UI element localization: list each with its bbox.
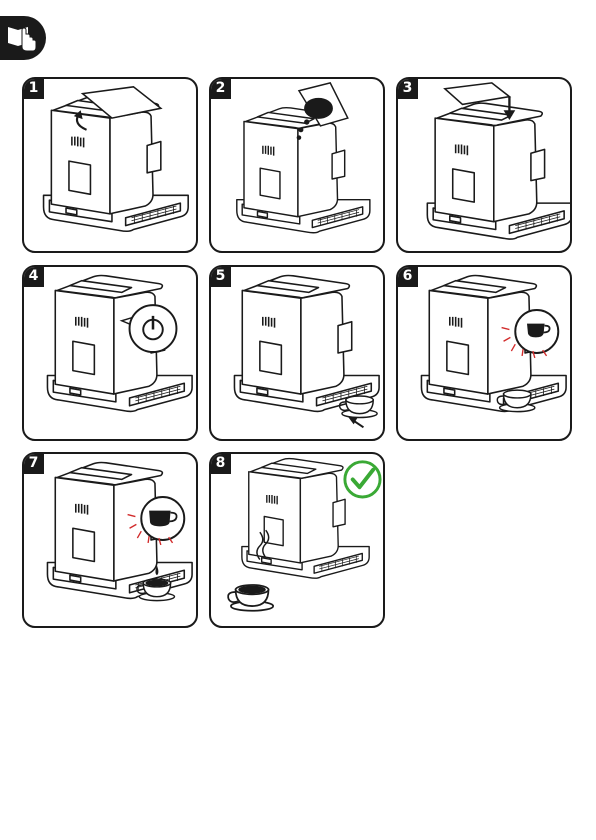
step-panel-7: 7 [22,452,198,628]
step-2-illustration [211,79,383,251]
step-number-badge: 4 [23,266,44,287]
step-8-illustration [211,454,383,626]
step-number-badge: 2 [210,78,231,99]
step-number-badge: 6 [397,266,418,287]
close-lid-icon [445,83,510,105]
step-number-badge: 5 [210,266,231,287]
step-number-badge: 3 [397,78,418,99]
small-cup-button-icon [515,310,558,353]
step-panel-2: 2 [209,77,385,253]
step-number-badge: 1 [23,78,44,99]
step-number-badge: 8 [210,453,231,474]
step-5-illustration [211,267,383,439]
step-4-illustration [24,267,196,439]
step-panel-8: 8 [209,452,385,628]
step-6-illustration [398,267,570,439]
place-cup-icon [340,396,378,418]
step-panel-6: 6 [396,265,572,441]
step-1-illustration [24,79,196,251]
large-cup-button-icon [141,497,184,540]
step-panel-4: 4 [22,265,198,441]
step-panel-5: 5 [209,265,385,441]
checkmark-icon [345,462,380,497]
read-manual-icon [0,14,46,60]
step-panel-3: 3 [396,77,572,253]
step-number-badge: 7 [23,453,44,474]
step-3-illustration [398,79,570,251]
step-7-illustration [24,454,196,626]
step-panel-1: 1 [22,77,198,253]
